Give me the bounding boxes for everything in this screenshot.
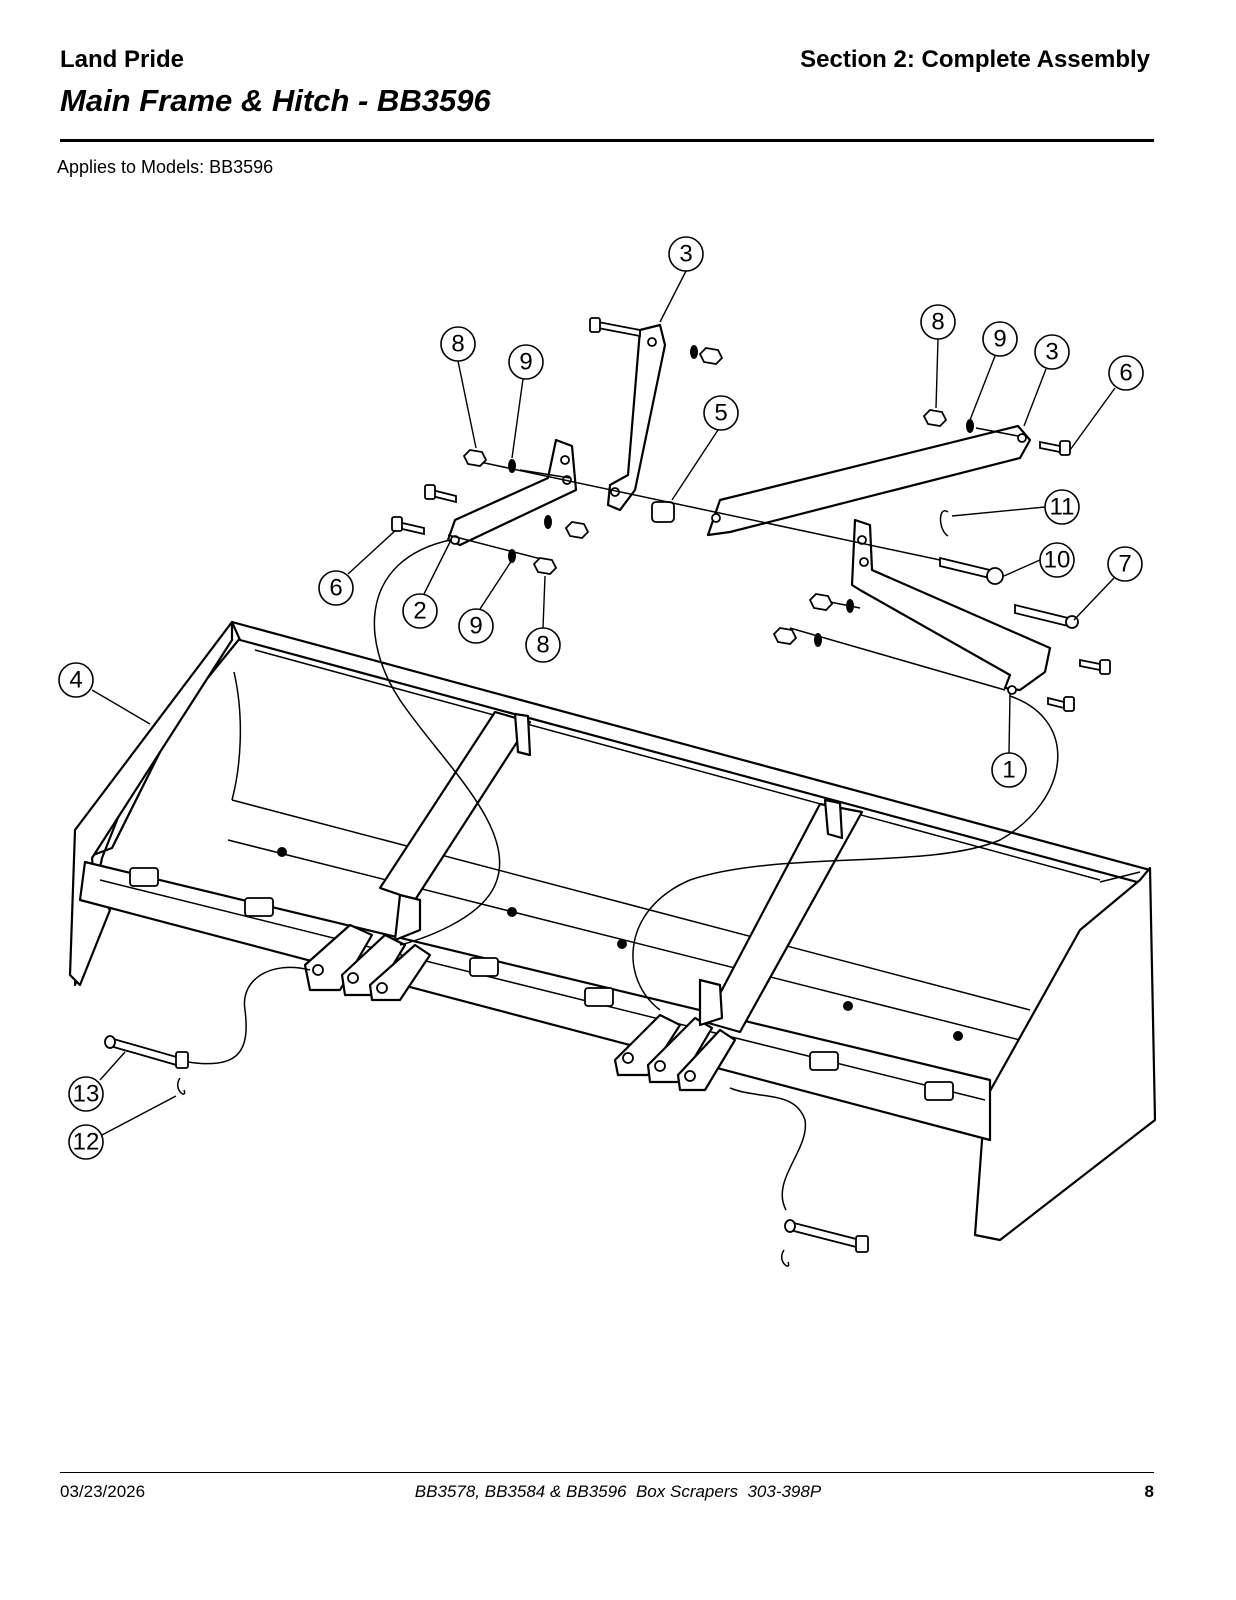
header-rule [60, 139, 1154, 142]
callout-1: 1 [991, 693, 1027, 788]
callout-number: 8 [931, 309, 944, 336]
callout-3-top: 3 [659, 236, 704, 323]
callout-2: 2 [402, 541, 451, 629]
callout-12: 12 [68, 1095, 177, 1160]
callout-6-left: 6 [318, 529, 397, 606]
callout-number: 5 [714, 400, 727, 427]
callout-number: 6 [329, 575, 342, 602]
footer-document-title: BB3578, BB3584 & BB3596 Box Scrapers 303… [414, 1482, 822, 1501]
callout-number: 6 [1119, 360, 1132, 387]
callout-10: 10 [1003, 542, 1075, 578]
hitch-pins [104, 539, 1059, 1267]
callout-number: 8 [536, 632, 549, 659]
callout-11: 11 [951, 489, 1080, 525]
footer-rule [60, 1472, 1154, 1473]
callout-number: 3 [1045, 339, 1058, 366]
page-number: 8 [1144, 1482, 1154, 1501]
callout-number: 9 [469, 613, 482, 640]
callout-6-right: 6 [1069, 355, 1144, 451]
upper-hitch-assembly [446, 323, 1079, 695]
fastener-hardware [391, 317, 1111, 712]
lower-hitch-plates [303, 893, 737, 1092]
callout-9-right-top: 9 [969, 321, 1018, 421]
callout-number: 7 [1118, 551, 1131, 578]
callout-9-left-top: 9 [508, 344, 544, 459]
applies-to-models: Applies to Models: BB3596 [57, 157, 274, 177]
callout-number: 13 [73, 1081, 100, 1108]
callout-number: 11 [1050, 494, 1075, 521]
callout-4: 4 [58, 662, 151, 725]
callout-13: 13 [68, 1051, 126, 1112]
callout-number: 9 [519, 349, 532, 376]
callout-number: 4 [69, 667, 82, 694]
callout-3-right: 3 [1023, 334, 1070, 427]
section-title: Section 2: Complete Assembly [800, 46, 1150, 73]
callout-number: 3 [679, 241, 692, 268]
footer-date: 03/23/2026 [60, 1482, 146, 1501]
callout-8-left-bottom: 8 [525, 575, 561, 663]
callout-8-right-top: 8 [920, 304, 956, 409]
exploded-assembly-diagram: 3 8 9 5 8 9 3 6 11 6 [58, 236, 1157, 1267]
brand-name: Land Pride [60, 46, 185, 73]
callout-number: 10 [1044, 547, 1071, 574]
callout-9-left-bottom: 9 [458, 559, 513, 644]
callout-number: 12 [73, 1129, 100, 1156]
callout-5: 5 [671, 395, 739, 501]
box-scraper-frame [68, 620, 1157, 1242]
callout-8-left-top: 8 [440, 326, 477, 449]
callout-number: 1 [1002, 757, 1015, 784]
callout-number: 9 [993, 326, 1006, 353]
callout-number: 2 [413, 598, 426, 625]
callout-number: 8 [451, 331, 464, 358]
page-title: Main Frame & Hitch - BB3596 [60, 83, 491, 118]
callout-7: 7 [1073, 546, 1143, 621]
